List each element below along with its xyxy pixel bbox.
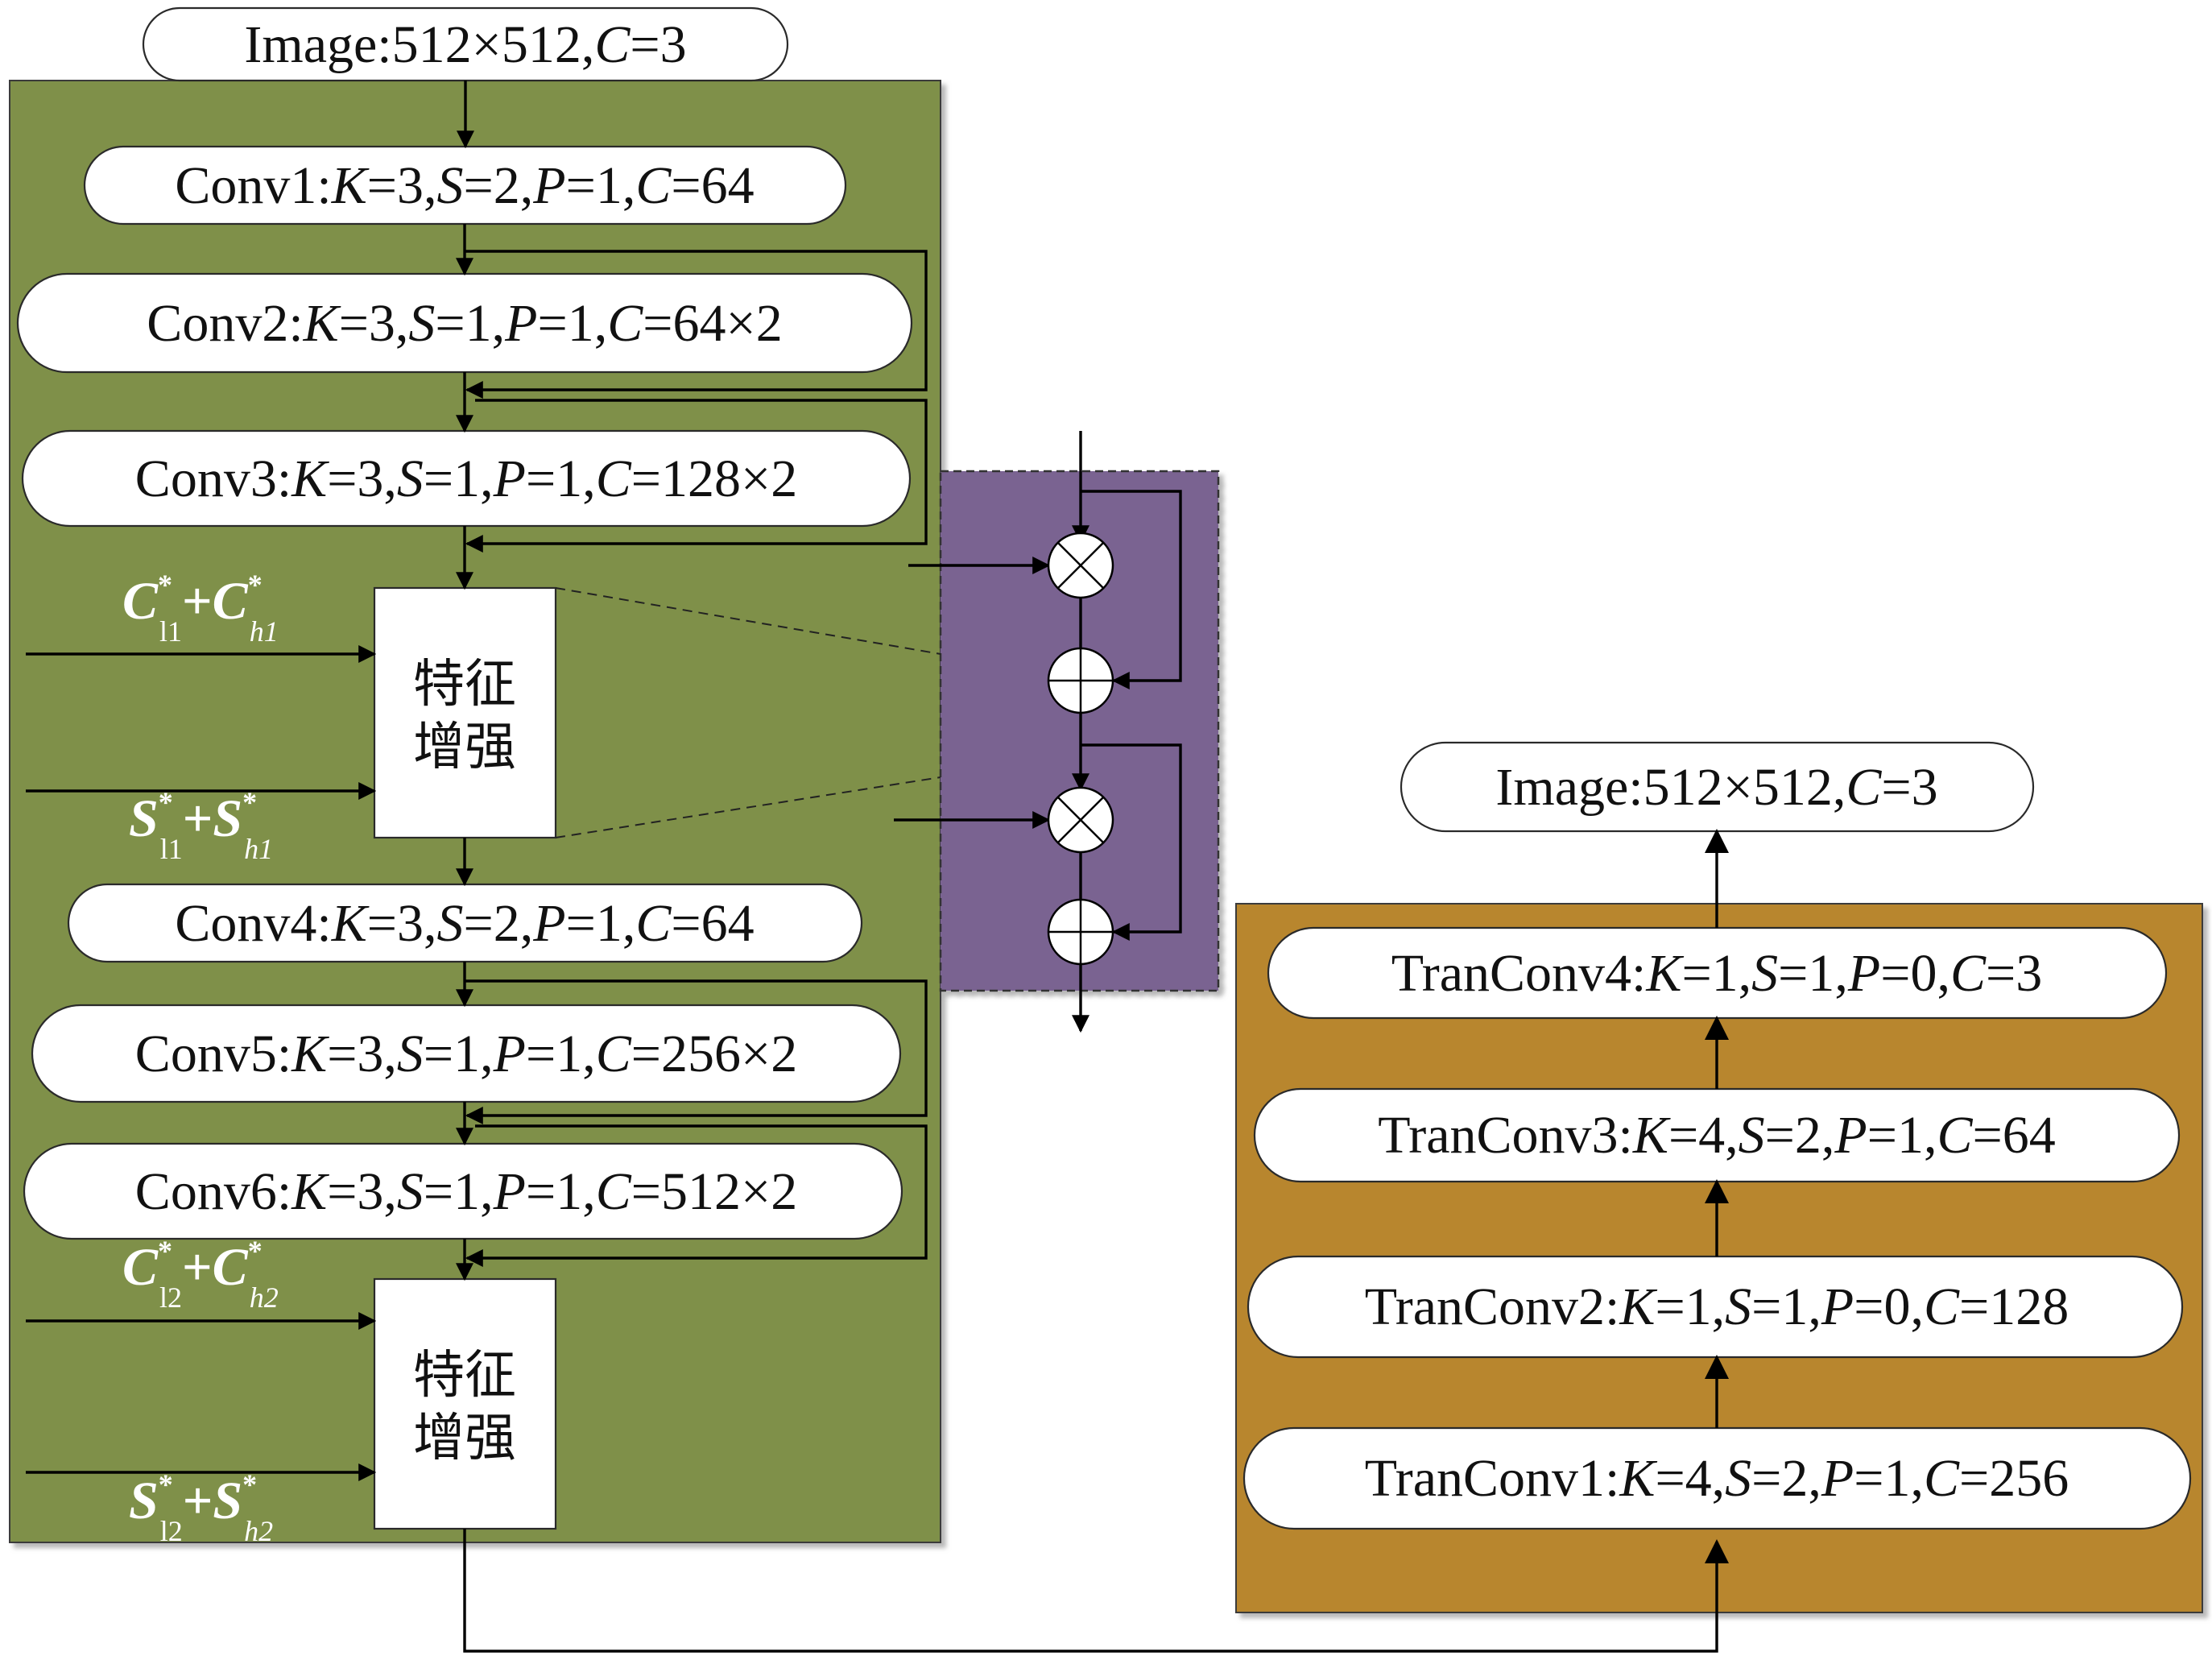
encoder-to-decoder-path: [463, 1529, 1729, 1653]
conv1-label: Conv1:K=3,S=2,P=1,C=64: [175, 156, 754, 215]
conv5-block: Conv5:K=3,S=1,P=1,C=256×2: [31, 1004, 902, 1103]
detail-skip-1: [1081, 490, 1182, 689]
add-icon: [1047, 898, 1114, 966]
input-label-c1: C*l1+C*h1: [122, 569, 279, 648]
output-image-label: Image:512×512,C=3: [1495, 758, 1937, 817]
skip-conv5: [465, 979, 928, 1124]
encoder-connectors: [26, 81, 1729, 1653]
feature-enhance-block-1: 特征 增强: [373, 586, 557, 839]
conv4-block: Conv4:K=3,S=2,P=1,C=64: [67, 883, 863, 963]
tranconv1-label: TranConv1:K=4,S=2,P=1,C=256: [1365, 1449, 2069, 1508]
conv3-label: Conv3:K=3,S=1,P=1,C=128×2: [135, 449, 797, 508]
conv4-label: Conv4:K=3,S=2,P=1,C=64: [175, 894, 754, 953]
conv5-label: Conv5:K=3,S=1,P=1,C=256×2: [135, 1025, 797, 1083]
tranconv4-block: TranConv4:K=1,S=1,P=0,C=3: [1267, 926, 2168, 1020]
conv2-label: Conv2:K=3,S=1,P=1,C=64×2: [147, 294, 782, 353]
tranconv2-label: TranConv2:K=1,S=1,P=0,C=128: [1365, 1277, 2069, 1336]
detail-operators: [894, 431, 1182, 1033]
feature-enhance-1-line1: 特征: [413, 655, 516, 714]
feature-enhance-block-2: 特征 增强: [373, 1277, 557, 1530]
zoom-line-top: [555, 587, 941, 655]
feature-enhance-box-2: [373, 1277, 557, 1530]
conv6-label: Conv6:K=3,S=1,P=1,C=512×2: [135, 1162, 797, 1221]
skip-conv2: [465, 250, 928, 399]
add-icon: [1047, 647, 1114, 714]
input-label-s1: S*l1+S*h1: [129, 786, 273, 865]
skip-conv6: [465, 1124, 928, 1267]
conv6-block: Conv6:K=3,S=1,P=1,C=512×2: [23, 1142, 903, 1240]
input-label-c2: C*l2+C*h2: [122, 1235, 279, 1314]
multiply-icon: [1047, 532, 1114, 599]
feature-enhance-1-line2: 增强: [413, 718, 516, 777]
feature-enhance-box-1: [373, 586, 557, 839]
detail-skip-2: [1081, 743, 1182, 941]
output-image-block: Image:512×512,C=3: [1400, 741, 2035, 833]
multiply-icon: [1047, 786, 1114, 854]
zoom-line-bottom: [555, 776, 941, 838]
feature-enhance-2-line1: 特征: [413, 1346, 516, 1405]
conv1-block: Conv1:K=3,S=2,P=1,C=64: [83, 145, 847, 226]
tranconv1-block: TranConv1:K=4,S=2,P=1,C=256: [1242, 1426, 2192, 1530]
input-image-label: Image:512×512,C=3: [244, 15, 686, 74]
tranconv2-block: TranConv2:K=1,S=1,P=0,C=128: [1247, 1255, 2184, 1359]
tranconv3-label: TranConv3:K=4,S=2,P=1,C=64: [1378, 1106, 2055, 1165]
skip-conv3: [465, 399, 928, 553]
tranconv3-block: TranConv3:K=4,S=2,P=1,C=64: [1253, 1087, 2181, 1183]
input-label-s2: S*l2+S*h2: [129, 1468, 273, 1547]
feature-enhance-2-line2: 增强: [413, 1409, 516, 1468]
conv2-block: Conv2:K=3,S=1,P=1,C=64×2: [16, 272, 913, 374]
tranconv4-label: TranConv4:K=1,S=1,P=0,C=3: [1391, 944, 2042, 1003]
conv3-block: Conv3:K=3,S=1,P=1,C=128×2: [21, 429, 912, 528]
